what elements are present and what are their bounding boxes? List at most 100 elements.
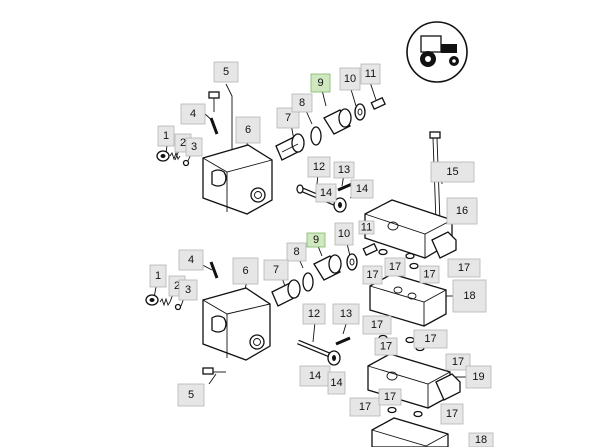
callout-17-c17a: 17 bbox=[362, 265, 383, 285]
valve-housing-6-lower bbox=[202, 287, 271, 361]
callout-number: 17 bbox=[371, 319, 383, 331]
callout-6-c6b: 6 bbox=[232, 257, 259, 285]
callout-number: 17 bbox=[380, 341, 392, 353]
callout-8-c8b: 8 bbox=[286, 242, 307, 262]
callout-number: 10 bbox=[338, 228, 350, 240]
callout-14-c14b: 14 bbox=[315, 183, 337, 203]
callout-number: 7 bbox=[285, 112, 291, 124]
tractor-icon bbox=[406, 21, 468, 83]
callout-17-c17k: 17 bbox=[440, 403, 464, 425]
ball-3-lower bbox=[174, 303, 182, 311]
callout-number: 18 bbox=[463, 290, 475, 302]
callout-17-c17c: 17 bbox=[419, 265, 440, 284]
callout-13-c13b: 13 bbox=[332, 303, 360, 325]
callout-17-c17h: 17 bbox=[445, 353, 471, 371]
callout-number: 14 bbox=[320, 187, 332, 199]
callout-number: 3 bbox=[185, 284, 191, 296]
o-ring-8-lower bbox=[302, 272, 314, 292]
callout-17-c17i: 17 bbox=[349, 397, 381, 417]
callout-4-c4b: 4 bbox=[178, 249, 204, 271]
callout-number: 10 bbox=[344, 73, 356, 85]
spring-2-lower bbox=[159, 297, 171, 307]
callout-number: 5 bbox=[188, 389, 194, 401]
callout-number: 8 bbox=[293, 246, 299, 258]
callout-number: 2 bbox=[174, 280, 180, 292]
ball-3-upper bbox=[182, 159, 190, 167]
callout-6-c6a: 6 bbox=[235, 116, 261, 144]
callout-12-c12b: 12 bbox=[302, 303, 326, 325]
callout-number: 17 bbox=[389, 261, 401, 273]
callout-number: 14 bbox=[330, 377, 342, 389]
callout-number: 17 bbox=[366, 269, 378, 281]
callout-number: 17 bbox=[384, 391, 396, 403]
callout-number: 15 bbox=[446, 166, 458, 178]
callout-number: 4 bbox=[190, 108, 196, 120]
callout-17-c17b: 17 bbox=[384, 257, 406, 277]
callout-9-c9a: 9 bbox=[310, 73, 331, 93]
callout-9-c9b: 9 bbox=[306, 232, 326, 248]
callout-number: 3 bbox=[191, 141, 197, 153]
screw-11-lower bbox=[362, 242, 378, 257]
callout-11-c11b: 11 bbox=[358, 220, 375, 235]
pin-4-lower bbox=[209, 261, 219, 279]
callout-number: 14 bbox=[309, 370, 321, 382]
callout-number: 14 bbox=[356, 183, 368, 195]
callout-10-c10b: 10 bbox=[334, 222, 354, 246]
callout-14-c14d: 14 bbox=[327, 371, 346, 395]
plug-1-lower bbox=[145, 294, 159, 306]
callout-1-c1b: 1 bbox=[149, 264, 167, 288]
callout-number: 17 bbox=[458, 262, 470, 274]
callout-17-c17j: 17 bbox=[378, 388, 402, 406]
bolt-5-upper bbox=[208, 91, 220, 112]
bolt-5-lower bbox=[202, 367, 226, 375]
callout-7-c7b: 7 bbox=[263, 259, 289, 281]
callout-number: 13 bbox=[340, 308, 352, 320]
callout-16-c16: 16 bbox=[446, 197, 478, 225]
callout-17-c17e: 17 bbox=[362, 315, 392, 335]
spring-2-upper bbox=[169, 151, 181, 161]
callout-number: 1 bbox=[163, 130, 169, 142]
callout-number: 13 bbox=[338, 164, 350, 176]
valve-section-16 bbox=[364, 199, 457, 259]
valve-housing-6-upper bbox=[202, 144, 273, 215]
callout-number: 12 bbox=[308, 308, 320, 320]
callout-number: 1 bbox=[155, 270, 161, 282]
callout-19-c19: 19 bbox=[465, 365, 492, 389]
callout-12-c12a: 12 bbox=[307, 156, 331, 178]
o-ring-8-upper bbox=[310, 126, 322, 146]
callout-number: 7 bbox=[273, 264, 279, 276]
callout-number: 5 bbox=[223, 66, 229, 78]
callout-5-c5b: 5 bbox=[177, 383, 205, 407]
callout-17-c17g: 17 bbox=[413, 329, 448, 349]
callout-18-c18: 18 bbox=[452, 279, 487, 313]
plug-1-upper bbox=[156, 150, 170, 162]
callout-18-c18b: 18 bbox=[468, 432, 494, 447]
pin-13-lower bbox=[335, 336, 351, 346]
callout-number: 11 bbox=[361, 222, 372, 234]
pin-13-upper bbox=[337, 182, 353, 192]
callout-number: 4 bbox=[188, 254, 194, 266]
callout-number: 2 bbox=[180, 137, 186, 149]
callout-13-c13a: 13 bbox=[333, 161, 355, 179]
callout-5-c5a: 5 bbox=[213, 61, 239, 83]
screw-11-upper bbox=[370, 96, 386, 111]
callout-15-c15: 15 bbox=[430, 161, 475, 183]
callout-11-c11a: 11 bbox=[360, 63, 381, 85]
callout-number: 12 bbox=[313, 161, 325, 173]
callout-number: 9 bbox=[313, 234, 319, 246]
callout-10-c10a: 10 bbox=[339, 67, 361, 91]
washer-10-lower bbox=[346, 253, 358, 271]
callout-number: 6 bbox=[245, 124, 251, 136]
callout-number: 8 bbox=[299, 97, 305, 109]
callout-number: 17 bbox=[446, 408, 458, 420]
callout-number: 17 bbox=[423, 269, 435, 281]
cup-9-lower bbox=[313, 254, 342, 281]
callout-number: 11 bbox=[365, 68, 376, 80]
washer-10-upper bbox=[354, 103, 366, 121]
callout-3-c3b: 3 bbox=[178, 279, 198, 301]
pin-4-upper bbox=[209, 117, 219, 135]
nut-14-lower bbox=[327, 350, 341, 366]
valve-section-18-bottom bbox=[371, 417, 449, 447]
callout-number: 17 bbox=[452, 356, 464, 368]
